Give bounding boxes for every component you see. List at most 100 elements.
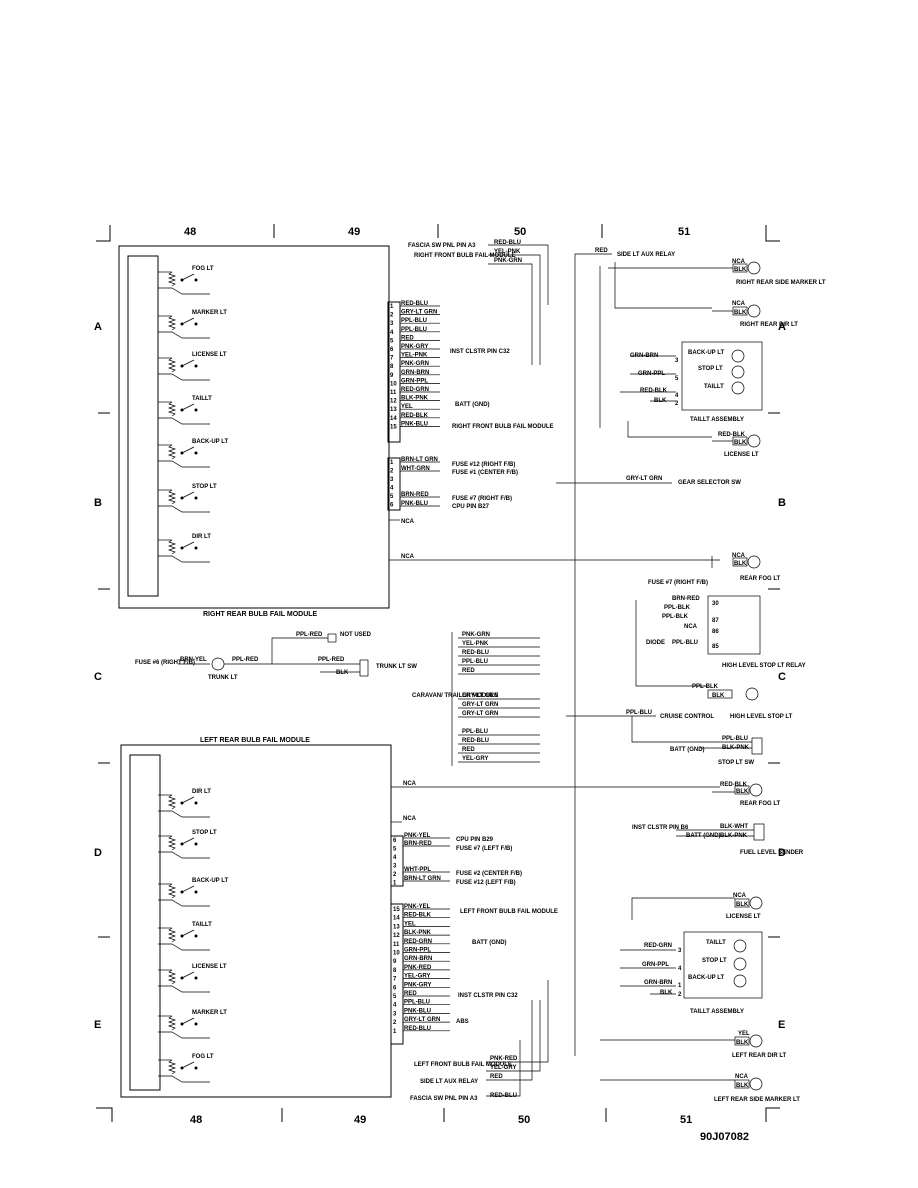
svg-text:INST CLSTR PIN B6: INST CLSTR PIN B6 <box>632 825 689 831</box>
wire-label: BLK-PNK <box>404 930 432 936</box>
svg-text:BLK: BLK <box>736 789 749 795</box>
row-label: A <box>94 321 102 333</box>
pin-number: 1 <box>393 1029 397 1035</box>
svg-text:4: 4 <box>675 393 679 399</box>
pin-number: 15 <box>393 907 400 913</box>
svg-text:BRN-RED: BRN-RED <box>672 596 700 602</box>
pin-number: 2 <box>390 469 394 475</box>
pin-number: 10 <box>393 951 400 957</box>
pin-number: 11 <box>390 390 397 396</box>
wire-label: RED <box>404 991 417 997</box>
wire-label: PNK-YEL <box>404 904 431 910</box>
row-label: D <box>94 847 102 859</box>
dest-label: FUSE #12 (RIGHT F/B) <box>452 462 515 468</box>
fascia-label: FASCIA SW PNL PIN A3 <box>410 1096 478 1102</box>
svg-text:NCA: NCA <box>735 1074 749 1080</box>
module-title: LEFT REAR BULB FAIL MODULE <box>200 737 310 744</box>
dest-label: FUSE #2 (CENTER F/B) <box>456 871 522 877</box>
row-label: B <box>94 497 102 509</box>
svg-text:BLK: BLK <box>734 440 747 446</box>
pin-number: 14 <box>390 416 397 422</box>
wire-label: BRN-RED <box>404 841 432 847</box>
wire-label: PPL-RED <box>318 657 345 663</box>
wire-label: BLK-PNK <box>401 396 429 402</box>
svg-text:BACK-UP LT: BACK-UP LT <box>688 975 724 981</box>
svg-text:BLK: BLK <box>736 902 749 908</box>
svg-text:LEFT REAR DIR LT: LEFT REAR DIR LT <box>732 1053 787 1059</box>
pin-number: 10 <box>390 381 397 387</box>
svg-text:RED-BLK: RED-BLK <box>718 432 746 438</box>
svg-text:NCA: NCA <box>684 624 698 630</box>
pin-number: 9 <box>393 959 397 965</box>
svg-text:87: 87 <box>712 618 719 624</box>
dest-label: FUSE #7 (RIGHT F/B) <box>452 496 512 502</box>
svg-text:85: 85 <box>712 644 719 650</box>
svg-text:RED-BLK: RED-BLK <box>720 782 748 788</box>
row-labels: A B C D E A B C D E <box>94 321 786 1031</box>
pin-number: 4 <box>393 855 397 861</box>
wire-label: PNK-BLU <box>401 421 428 427</box>
pin-number: 8 <box>393 968 397 974</box>
svg-text:PPL-BLK: PPL-BLK <box>664 605 691 611</box>
wire-label: PNK-BLU <box>404 1008 431 1014</box>
wire-label: WHT-GRN <box>401 466 430 472</box>
lamp-label: BACK-UP LT <box>192 878 228 884</box>
bottom-connection-labels: LEFT FRONT BULB FAIL MODULE SIDE LT AUX … <box>410 980 549 1102</box>
wire-label: PNK-GRN <box>494 258 522 264</box>
svg-text:30: 30 <box>712 601 719 607</box>
svg-text:LEFT REAR SIDE MARKER LT: LEFT REAR SIDE MARKER LT <box>714 1097 800 1103</box>
pin-number: 2 <box>393 872 397 878</box>
svg-text:NCA: NCA <box>732 301 746 307</box>
wire-label: YEL-GRY <box>490 1065 516 1071</box>
svg-text:PPL-BLU: PPL-BLU <box>626 710 652 716</box>
dest-label: ABS <box>456 1019 469 1025</box>
lamp-circuit: STOP LT <box>158 484 217 513</box>
svg-text:BLK: BLK <box>734 267 747 273</box>
svg-text:RED-GRN: RED-GRN <box>644 943 672 949</box>
pin-number: 9 <box>390 373 394 379</box>
wire-label: RED <box>401 335 414 341</box>
row-label: C <box>94 671 102 683</box>
svg-text:TAILLT: TAILLT <box>704 384 724 390</box>
wire-label: PNK-GRN <box>401 361 429 367</box>
col-label: 50 <box>518 1114 530 1126</box>
pin-number: 8 <box>390 364 394 370</box>
pin-number: 5 <box>390 338 394 344</box>
wire-label: GRY-LT GRN <box>462 702 498 708</box>
svg-text:HIGH LEVEL STOP LT: HIGH LEVEL STOP LT <box>730 714 793 720</box>
wire-label: RED <box>490 1074 503 1080</box>
pin-number: 6 <box>390 347 394 353</box>
trunk-switch-icon <box>359 659 369 677</box>
pin-number: 5 <box>393 994 397 1000</box>
wire-label: PPL-BLU <box>462 659 488 665</box>
pin-number: 2 <box>393 1020 397 1026</box>
col-label: 49 <box>348 226 360 238</box>
wire-label: BRN-YEL <box>180 657 207 663</box>
wire-label: PPL-BLU <box>401 327 427 333</box>
svg-text:GEAR SELECTOR SW: GEAR SELECTOR SW <box>678 480 741 486</box>
lamp-circuit: FOG LT <box>158 266 214 295</box>
svg-text:PPL-BLK: PPL-BLK <box>662 614 689 620</box>
wire-label: GRY-LT GRN <box>401 310 437 316</box>
pin-number: 11 <box>393 942 400 948</box>
relay-label: SIDE LT AUX RELAY <box>617 252 675 258</box>
svg-text:BLK: BLK <box>736 1083 749 1089</box>
front-module-label: LEFT FRONT BULB FAIL MODULE <box>414 1062 512 1068</box>
pin-number: 6 <box>393 985 397 991</box>
wire-label: PNK-GRY <box>401 344 428 350</box>
wire-label: GRN-BRN <box>401 370 429 376</box>
wiring-runs <box>556 262 754 1081</box>
lamp-circuit: STOP LT <box>158 830 217 859</box>
trunk-lamp-icon <box>211 657 225 671</box>
dest-label: FUSE #7 (LEFT F/B) <box>456 846 512 852</box>
pin-number: 12 <box>390 399 397 405</box>
lamp-circuit: LICENSE LT <box>158 352 227 381</box>
wire-label: YEL <box>401 404 413 410</box>
svg-text:NCA: NCA <box>732 259 746 265</box>
wire-label: YEL-PNK <box>462 641 489 647</box>
col-label: 51 <box>678 226 690 238</box>
wire-label: YEL-PNK <box>494 249 521 255</box>
wire-label: PNK-GRY <box>404 982 431 988</box>
top-connection-labels: FASCIA SW PNL PIN A3 RIGHT FRONT BULB FA… <box>408 240 675 1056</box>
